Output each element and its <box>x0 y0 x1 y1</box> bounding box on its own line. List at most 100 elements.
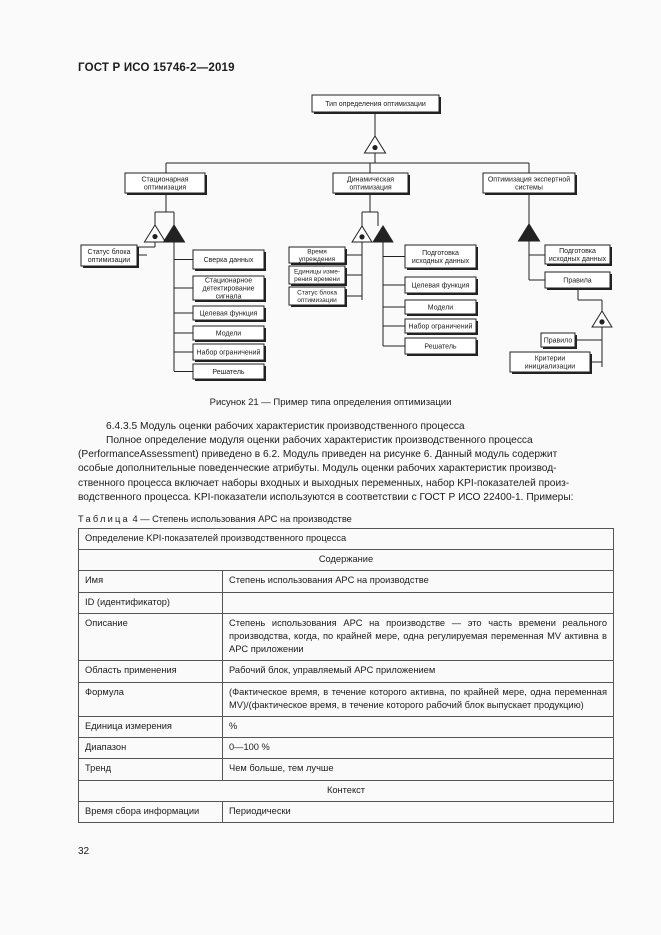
expert-attribute-box-label: исходных данных <box>549 256 607 263</box>
stationary-attribute-box-label: сигнала <box>216 294 242 301</box>
dynamic-attribute-box-label: Единицы изме- <box>294 268 340 275</box>
dynamic-attribute-box-label: рения времени <box>294 276 340 283</box>
stationary-attribute-box <box>192 325 265 341</box>
row-label: Описание <box>78 612 223 662</box>
stationary-status-box-label: Статус блока <box>88 248 131 256</box>
section-heading: 6.4.3.5 Модуль оценки рабочих характерис… <box>106 421 465 432</box>
expert-node-label: Оптимизация экспертной <box>488 175 570 183</box>
table-row: Определение KPI-показателей производстве… <box>78 527 614 551</box>
stationary-attribute-box-label: Модели <box>216 330 241 337</box>
aggregation-triangle <box>517 223 541 242</box>
row-label: Область применения <box>78 660 223 683</box>
generalization-triangle <box>351 225 373 243</box>
stationary-attribute-box-label: детектирование <box>202 285 254 292</box>
root-node-label: Тип определения оптимизации <box>325 101 426 108</box>
dynamic-attribute-box-label: Целевая функция <box>412 282 470 289</box>
stationary-attribute-box-label: Набор ограничений <box>197 348 261 356</box>
dynamic-attribute-box <box>404 337 477 355</box>
stationary-node <box>124 172 206 194</box>
table-caption-prefix: Таблица <box>78 514 130 524</box>
row-label: Время сбора информации <box>78 800 223 824</box>
aggregation-triangle <box>162 224 186 243</box>
paragraph-line: ственного процесса включает наборы входн… <box>78 477 570 489</box>
dynamic-attribute-box-label: Время <box>307 248 327 255</box>
stationary-attribute-box <box>192 305 265 321</box>
row-label: ID (идентификатор) <box>78 591 223 614</box>
dynamic-attribute-box <box>288 286 346 306</box>
row-label: Тренд <box>78 758 223 781</box>
row-label: Диапазон <box>78 737 223 760</box>
row-value: Степень использования APC на производств… <box>222 612 614 662</box>
dynamic-attribute-box-label: упреждения <box>299 256 336 263</box>
expert-criteria-box-label: Критерии <box>535 355 566 362</box>
dynamic-attribute-box <box>288 246 346 264</box>
generalization-triangle <box>363 135 387 154</box>
stationary-attribute-box <box>192 275 265 301</box>
expert-rule-box <box>540 332 576 348</box>
table-row: Формула(Фактическое время, в течение кот… <box>78 681 614 718</box>
aggregation-triangle <box>372 225 394 243</box>
figure-caption: Рисунок 21 — Пример типа определения опт… <box>209 397 452 408</box>
dynamic-attribute-box-label: оптимизации <box>297 297 337 304</box>
paragraph-line: Полное определение модуля оценки рабочих… <box>106 435 533 446</box>
expert-rule-box-label: Правило <box>544 337 573 344</box>
dynamic-attribute-box-label: исходных данных <box>412 258 470 265</box>
dynamic-node-label: оптимизация <box>349 185 392 192</box>
table-title: Определение KPI-показателей производстве… <box>78 527 614 551</box>
kpi-table: Определение KPI-показателей производстве… <box>78 527 614 824</box>
table-row: Содержание <box>78 549 614 572</box>
dynamic-attribute-box-label: Статус блока <box>297 288 337 296</box>
table-row: Единица измерения% <box>78 716 614 739</box>
row-label: Имя <box>78 570 223 593</box>
row-value: % <box>222 716 614 739</box>
expert-criteria-box-label: инициализации <box>525 364 576 371</box>
table-row: ID (идентификатор) <box>78 591 614 614</box>
triangle-dot <box>599 319 605 325</box>
expert-rules-box-label: Правила <box>563 277 592 284</box>
body-paragraph: Полное определение модуля оценки рабочих… <box>78 434 613 505</box>
expert-attribute-box <box>544 244 611 265</box>
row-label: Формула <box>78 681 223 718</box>
dynamic-attribute-box <box>404 244 477 269</box>
stationary-node-label: оптимизация <box>144 185 187 192</box>
page-number: 32 <box>78 846 90 857</box>
stationary-attribute-box <box>192 363 265 380</box>
dynamic-attribute-box <box>288 265 346 285</box>
stationary-attribute-box <box>192 249 265 270</box>
section-context-header: Контекст <box>78 779 614 802</box>
paragraph-line: особые дополнительные поведенческие атри… <box>78 463 557 475</box>
paragraph-line: (PerformanceAssessment) приведено в 6.2.… <box>78 449 558 461</box>
table-caption-text: 4 — Степень использования APC на произво… <box>129 514 352 524</box>
dynamic-attribute-box-label: Решатель <box>424 343 456 350</box>
optimization-type-diagram: Тип определения оптимизацииСтационарнаяо… <box>80 94 613 381</box>
table-caption: Таблица 4 — Степень использования APC на… <box>78 514 352 524</box>
document-header: ГОСТ Р ИСО 15746-2—2019 <box>78 62 235 74</box>
dynamic-attribute-box <box>404 318 477 334</box>
table-row: Контекст <box>78 779 614 802</box>
stationary-attribute-box-label: Стационарное <box>205 277 252 284</box>
dynamic-attribute-box-label: Набор ограничений <box>409 322 473 330</box>
stationary-attribute-box-label: Решатель <box>212 369 244 376</box>
row-value: Периодически <box>222 800 614 824</box>
expert-node-label: системы <box>515 185 543 192</box>
stationary-attribute-box-label: Сверка данных <box>204 257 254 264</box>
dynamic-attribute-box-label: Модели <box>428 304 453 311</box>
expert-criteria-box <box>509 351 591 373</box>
dynamic-node-label: Динамическая <box>347 176 394 183</box>
row-value: Чем больше, тем лучше <box>222 758 614 781</box>
triangle-dot <box>372 144 378 151</box>
dynamic-attribute-box-label: Подготовка <box>422 250 459 257</box>
row-value: (Фактическое время, в течение которого а… <box>222 681 614 718</box>
section-content-header: Содержание <box>78 549 614 572</box>
stationary-attribute-box-label: Целевая функция <box>200 310 258 317</box>
row-value <box>222 591 614 614</box>
generalization-triangle <box>591 310 613 328</box>
paragraph-line: водственного процесса. KPI-показатели ис… <box>78 491 574 503</box>
expert-attribute-box-label: Подготовка <box>559 248 596 255</box>
